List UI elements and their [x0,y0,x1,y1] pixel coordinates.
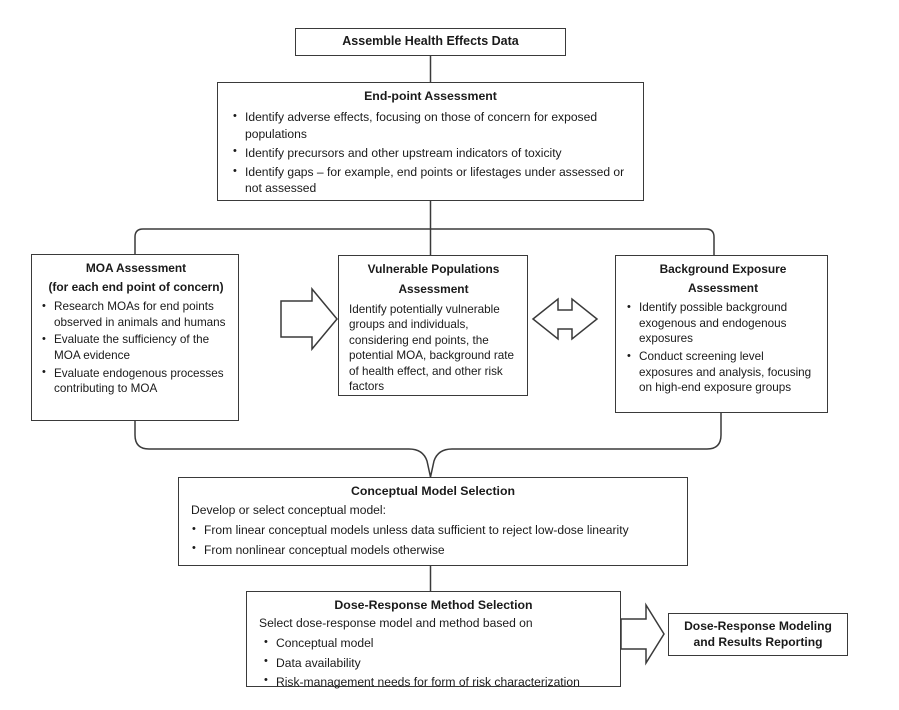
node-endpoint-title: End-point Assessment [364,89,497,103]
connector-brace-left [134,421,432,478]
node-background-exposure-assessment[interactable]: Background Exposure Assessment Identify … [615,255,828,413]
node-method-title: Dose-Response Method Selection [334,598,533,612]
list-item: From nonlinear conceptual models otherwi… [191,541,675,558]
node-modeling-title2: and Results Reporting [693,634,823,649]
node-background-title2: Assessment [687,281,759,295]
node-conceptual-bullets: From linear conceptual models unless dat… [191,522,675,557]
node-background-title: Background Exposure [659,262,787,276]
list-item: Conduct screening level exposures and an… [626,349,820,396]
list-item: Evaluate endogenous processes contributi… [41,365,231,397]
node-background-bullets: Identify possible background exogenous a… [626,299,820,396]
list-item: Data availability [259,654,608,671]
node-endpoint-assessment[interactable]: End-point Assessment Identify adverse ef… [217,82,644,201]
node-moa-assessment[interactable]: MOA Assessment (for each end point of co… [31,254,239,421]
list-item: Evaluate the sufficiency of the MOA evid… [41,332,231,363]
arrow-vulnerable-to-background [531,297,599,341]
node-endpoint-bullets: Identify adverse effects, focusing on th… [232,109,629,196]
node-conceptual-lead: Develop or select conceptual model: [191,503,386,518]
arrow-moa-to-vulnerable [280,286,338,352]
node-moa-title: MOA Assessment [85,261,187,275]
connector-branch-bar [134,228,715,255]
node-vulnerable-populations-assessment[interactable]: Vulnerable Populations Assessment Identi… [338,255,528,396]
node-vulnerable-title2: Assessment [398,282,469,296]
node-assemble-health-effects-data[interactable]: Assemble Health Effects Data [295,28,566,56]
node-conceptual-title: Conceptual Model Selection [351,484,515,498]
list-item: Identify gaps – for example, end points … [232,164,629,196]
node-method-bullets: Conceptual model Data availability Risk-… [259,635,608,690]
list-item: Risk-management needs for form of risk c… [259,673,608,690]
list-item: Identify possible background exogenous a… [626,299,820,347]
list-item: Identify adverse effects, focusing on th… [232,109,629,141]
arrow-method-to-modeling [620,602,665,666]
node-vulnerable-body: Identify potentially vulnerable groups a… [349,303,515,394]
node-method-lead: Select dose-response model and method ba… [259,616,533,631]
list-item: From linear conceptual models unless dat… [191,522,675,538]
node-assemble-title: Assemble Health Effects Data [342,34,519,49]
node-moa-subtitle: (for each end point of concern) [48,280,224,294]
node-dose-response-method-selection[interactable]: Dose-Response Method Selection Select do… [246,591,621,690]
list-item: Research MOAs for end points observed in… [41,298,231,330]
list-item: Identify precursors and other upstream i… [232,144,629,161]
node-moa-bullets: Research MOAs for end points observed in… [41,298,231,397]
node-vulnerable-title: Vulnerable Populations [367,262,500,276]
node-conceptual-model-selection[interactable]: Conceptual Model Selection Develop or se… [178,477,688,566]
node-modeling-title: Dose-Response Modeling [684,619,832,634]
list-item: Conceptual model [259,635,608,651]
connector-brace-right [429,413,722,478]
node-dose-response-modeling-and-results-reporting[interactable]: Dose-Response Modeling and Results Repor… [668,613,848,656]
